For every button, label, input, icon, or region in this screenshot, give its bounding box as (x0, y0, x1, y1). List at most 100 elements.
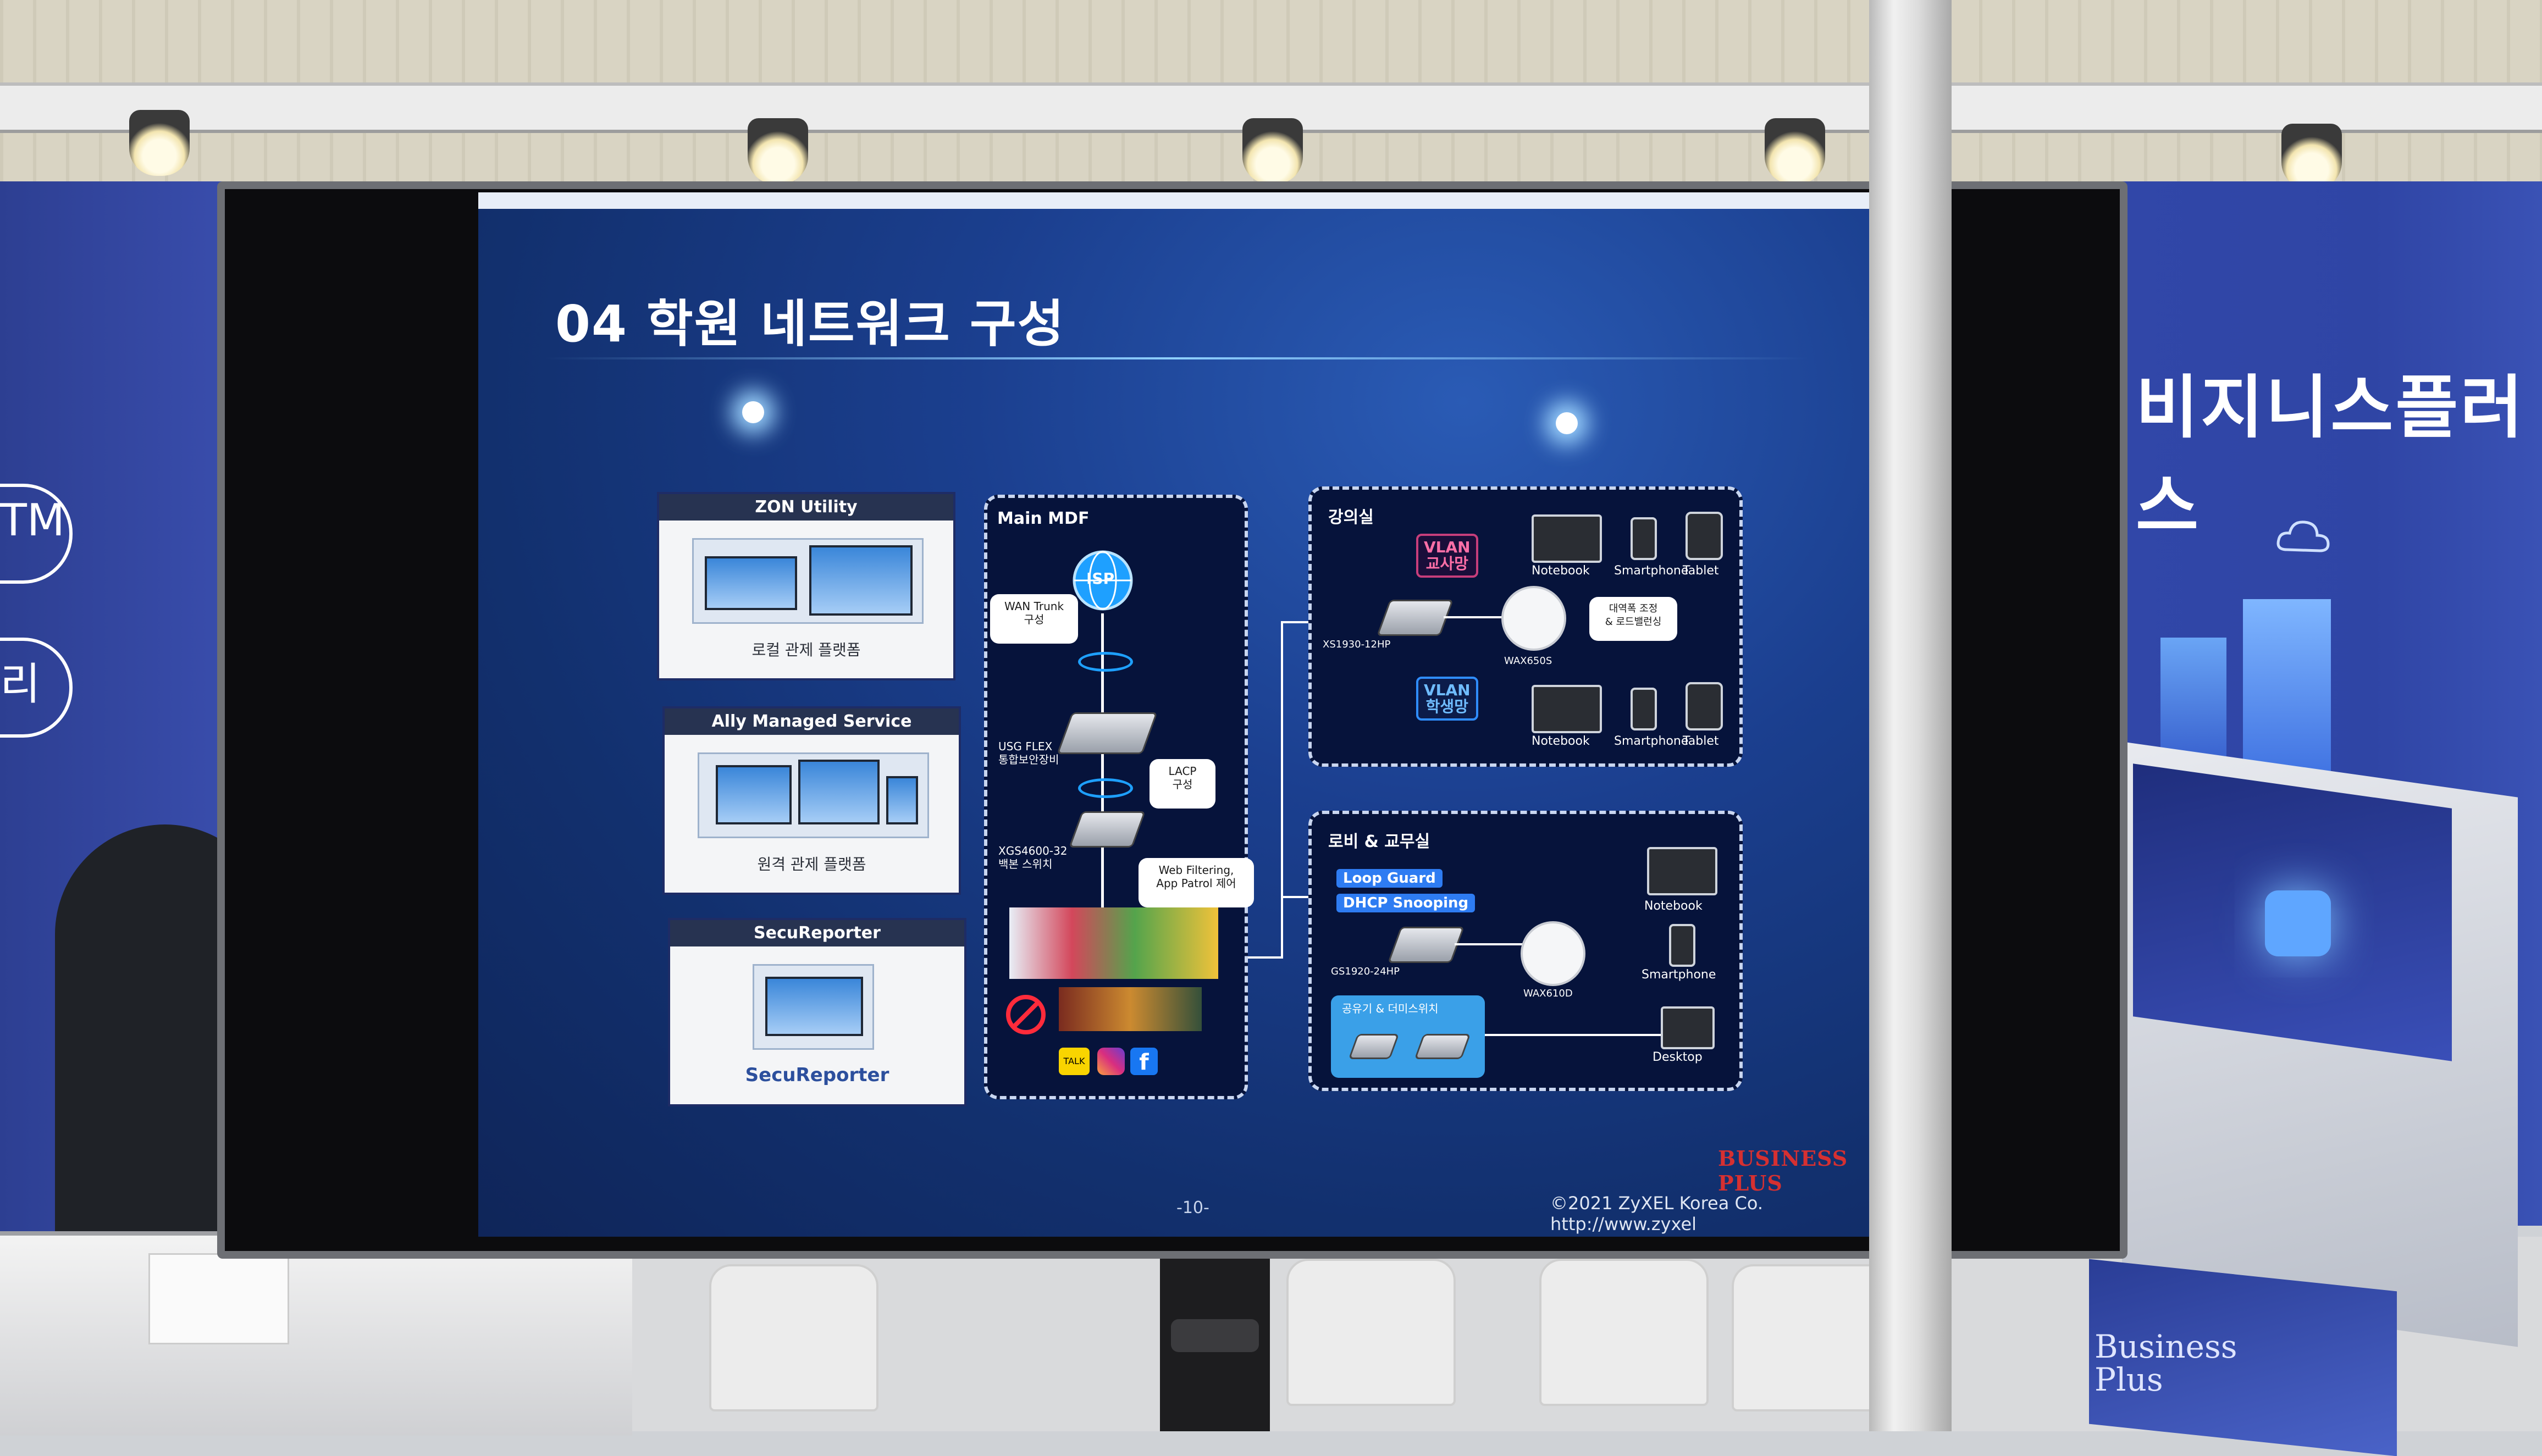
padlock-icon (2265, 890, 2331, 956)
wifi-ap-icon (1501, 586, 1566, 651)
booth-pillar (1869, 0, 1952, 1431)
monitor-icon (765, 977, 863, 1036)
monitor-icon (809, 545, 913, 616)
tablet-icon (1686, 512, 1723, 560)
card-ally-managed: Ally Managed Service 원격 관제 플랫폼 (662, 706, 961, 895)
slide-page-number: -10- (1176, 1198, 1209, 1217)
card-header: Ally Managed Service (665, 708, 959, 735)
web-filtering-bubble: Web Filtering, App Patrol 제어 (1139, 858, 1254, 907)
smartphone-icon (1669, 924, 1695, 967)
device-label: Smartphone (1642, 968, 1716, 982)
tablet-icon (1686, 682, 1723, 730)
booth-brand-text: 비지니스플러스 (2136, 368, 2526, 546)
bandwidth-bubble: 대역폭 조정 & 로드밸런싱 (1589, 597, 1677, 641)
smartphone-icon (886, 776, 918, 824)
router-dummy-switch-box: 공유기 & 더미스위치 (1331, 995, 1485, 1078)
switch-device-icon (1376, 600, 1454, 636)
dashboard-screenshot (692, 538, 924, 624)
monitor-icon (798, 760, 880, 824)
smartphone-icon (1631, 517, 1657, 560)
sub-box-label: 공유기 & 더미스위치 (1342, 1002, 1439, 1015)
spotlight (1765, 118, 1825, 184)
router-icon (1348, 1034, 1400, 1059)
lower-brochure-text: Business Plus (2095, 1328, 2237, 1398)
desktop-icon (1661, 1006, 1715, 1049)
slide-title: 04 학원 네트워크 구성 (555, 295, 1065, 353)
device-label: Desktop (1653, 1050, 1703, 1064)
device-label: Tablet (1683, 734, 1719, 748)
isp-label: ISP (1086, 569, 1115, 588)
lacp-ring (1078, 778, 1133, 798)
notebook-icon (1532, 685, 1602, 733)
isp-globe-icon (1073, 550, 1133, 611)
light-flare (742, 401, 764, 423)
spotlight (748, 118, 808, 184)
secureporter-logo-text: SecuReporter (745, 1064, 889, 1086)
cloud-icon (2276, 521, 2330, 552)
wall-partial-text: 리 (0, 658, 41, 710)
monitor-icon (705, 556, 797, 610)
light-flare (1556, 412, 1578, 434)
presentation-slide: 04 학원 네트워크 구성 ZON Utility 로컬 관제 플랫폼 Ally… (478, 192, 1886, 1237)
bubble-text: 대역폭 조정 & 로드밸런싱 (1605, 603, 1662, 628)
device-label: Notebook (1644, 899, 1703, 913)
panel-title: 강의실 (1328, 508, 1374, 527)
card-caption: 원격 관제 플랫폼 (757, 855, 866, 873)
switch-model-label: GS1920-24HP (1331, 966, 1400, 977)
ap-model-label: WAX650S (1504, 655, 1552, 667)
device-label: Smartphone (1614, 734, 1689, 748)
wifi-ap-icon (1521, 921, 1585, 986)
lacp-bubble: LACP 구성 (1150, 759, 1215, 809)
loop-guard-tag: Loop Guard (1336, 869, 1443, 888)
panel-main-mdf: Main MDF ISP WAN Trunk 구성 USG FLEX 통합보안장… (984, 495, 1254, 1099)
bubble-text: WAN Trunk 구성 (1004, 600, 1064, 626)
xgs-label: XGS4600-32 백본 스위치 (998, 844, 1068, 871)
bubble-text: Web Filtering, App Patrol 제어 (1156, 863, 1236, 890)
uplink-line (1101, 613, 1104, 921)
vlan-teacher-badge: VLAN 교사망 (1416, 534, 1478, 578)
card-header: SecuReporter (670, 920, 964, 946)
switch-device-icon (1068, 811, 1146, 848)
device-label: Smartphone (1614, 564, 1689, 578)
smartphone-icon (1631, 688, 1657, 730)
panel-title: 로비 & 교무실 (1328, 832, 1430, 851)
card-caption: 로컬 관제 플랫폼 (751, 641, 861, 659)
card-zon-utility: ZON Utility 로컬 관제 플랫폼 (657, 492, 955, 680)
secureporter-screenshot (753, 964, 874, 1050)
bubble-text: LACP 구성 (1168, 765, 1197, 791)
title-underline (544, 357, 1809, 359)
device-label: Notebook (1532, 564, 1590, 578)
web-apps-collage (1009, 907, 1218, 979)
slide-copyright: ©2021 ZyXEL Korea Co. http://www.zyxel (1550, 1193, 1764, 1234)
device-label: Tablet (1683, 564, 1719, 578)
connector-line (1281, 621, 1325, 623)
block-icon (1006, 995, 1046, 1034)
wall-partial-text: TM (0, 495, 65, 546)
slide-top-bar (478, 192, 1886, 209)
kakaotalk-icon: TALK (1059, 1048, 1090, 1075)
panel-title: Main MDF (997, 509, 1090, 528)
facebook-icon: f (1130, 1048, 1158, 1075)
business-card-holder (148, 1253, 289, 1344)
switch-model-label: XS1930-12HP (1323, 639, 1391, 650)
switch-device-icon (1414, 1034, 1471, 1059)
spotlight (2281, 124, 2342, 190)
usg-label: USG FLEX 통합보안장비 (998, 740, 1059, 766)
connector-line (1444, 616, 1510, 618)
instagram-icon (1097, 1048, 1125, 1075)
glass-desk (0, 1231, 632, 1436)
panel-lobby: 로비 & 교무실 Loop Guard DHCP Snooping GS1920… (1308, 811, 1743, 1091)
connector-line (1485, 1034, 1661, 1036)
connector-line (1281, 621, 1283, 956)
connector-line (1455, 943, 1526, 945)
webcam (1171, 1319, 1259, 1352)
vlan-student-badge: VLAN 학생망 (1416, 677, 1478, 721)
spotlight (1242, 118, 1303, 184)
dhcp-snooping-tag: DHCP Snooping (1336, 894, 1476, 912)
spotlight (129, 110, 190, 176)
devices-screenshot (698, 752, 929, 838)
notebook-icon (1647, 847, 1717, 895)
firewall-device-icon (1057, 712, 1158, 754)
card-secureporter: SecuReporter SecuReporter (668, 918, 966, 1106)
chair (709, 1264, 878, 1411)
